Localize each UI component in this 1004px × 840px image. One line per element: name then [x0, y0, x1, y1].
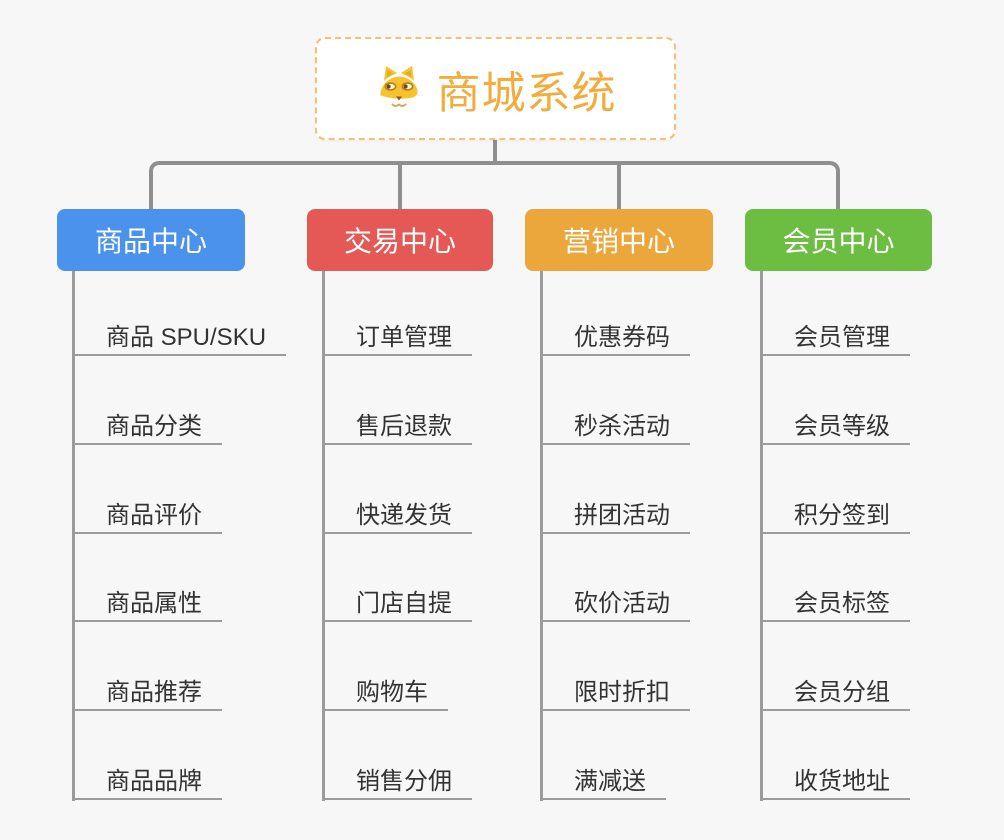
mindmap-item[interactable]: 商品品牌 — [72, 754, 222, 800]
mindmap-item[interactable]: 门店自提 — [322, 576, 472, 623]
branch-trunk-line — [322, 271, 325, 801]
branch-trunk-line — [72, 271, 75, 801]
root-node[interactable]: 商城系统 — [315, 37, 676, 140]
mindmap-item[interactable]: 商品推荐 — [72, 665, 222, 712]
root-connector-line — [493, 139, 497, 163]
branch-trunk-line — [760, 271, 763, 801]
mindmap-item[interactable]: 满减送 — [540, 754, 666, 800]
branch-drop-line — [617, 165, 621, 209]
branch-trunk-line — [540, 271, 543, 801]
mindmap-item[interactable]: 秒杀活动 — [540, 399, 690, 445]
branch-connector-bus — [149, 161, 840, 209]
mindmap-item[interactable]: 商品分类 — [72, 399, 222, 445]
root-title: 商城系统 — [436, 68, 617, 118]
mindmap-item[interactable]: 限时折扣 — [540, 665, 690, 712]
branch-header[interactable]: 交易中心 — [307, 209, 493, 271]
mindmap-item[interactable]: 快递发货 — [322, 488, 472, 534]
mindmap-item[interactable]: 积分签到 — [760, 488, 910, 534]
dog-icon — [375, 63, 423, 115]
mindmap-item[interactable]: 销售分佣 — [322, 754, 472, 800]
mindmap-item[interactable]: 售后退款 — [322, 399, 472, 445]
mindmap-item[interactable]: 会员标签 — [760, 576, 910, 623]
mindmap-item[interactable]: 收货地址 — [760, 754, 910, 800]
branch-header[interactable]: 会员中心 — [745, 209, 932, 271]
mindmap-item[interactable]: 砍价活动 — [540, 576, 690, 623]
mindmap-item[interactable]: 商品属性 — [72, 576, 222, 623]
branch-header[interactable]: 商品中心 — [57, 209, 245, 271]
mindmap-item[interactable]: 会员管理 — [760, 310, 910, 356]
branch-drop-line — [398, 165, 402, 209]
mindmap-item[interactable]: 订单管理 — [322, 310, 472, 356]
mindmap-item[interactable]: 拼团活动 — [540, 488, 690, 534]
mindmap-item[interactable]: 商品 SPU/SKU — [72, 310, 287, 356]
mindmap-item[interactable]: 优惠券码 — [540, 310, 690, 356]
mindmap-item[interactable]: 商品评价 — [72, 488, 222, 534]
mindmap-item[interactable]: 购物车 — [322, 665, 448, 712]
branch-header[interactable]: 营销中心 — [525, 209, 713, 271]
mindmap-item[interactable]: 会员等级 — [760, 399, 910, 445]
mindmap-item[interactable]: 会员分组 — [760, 665, 910, 712]
